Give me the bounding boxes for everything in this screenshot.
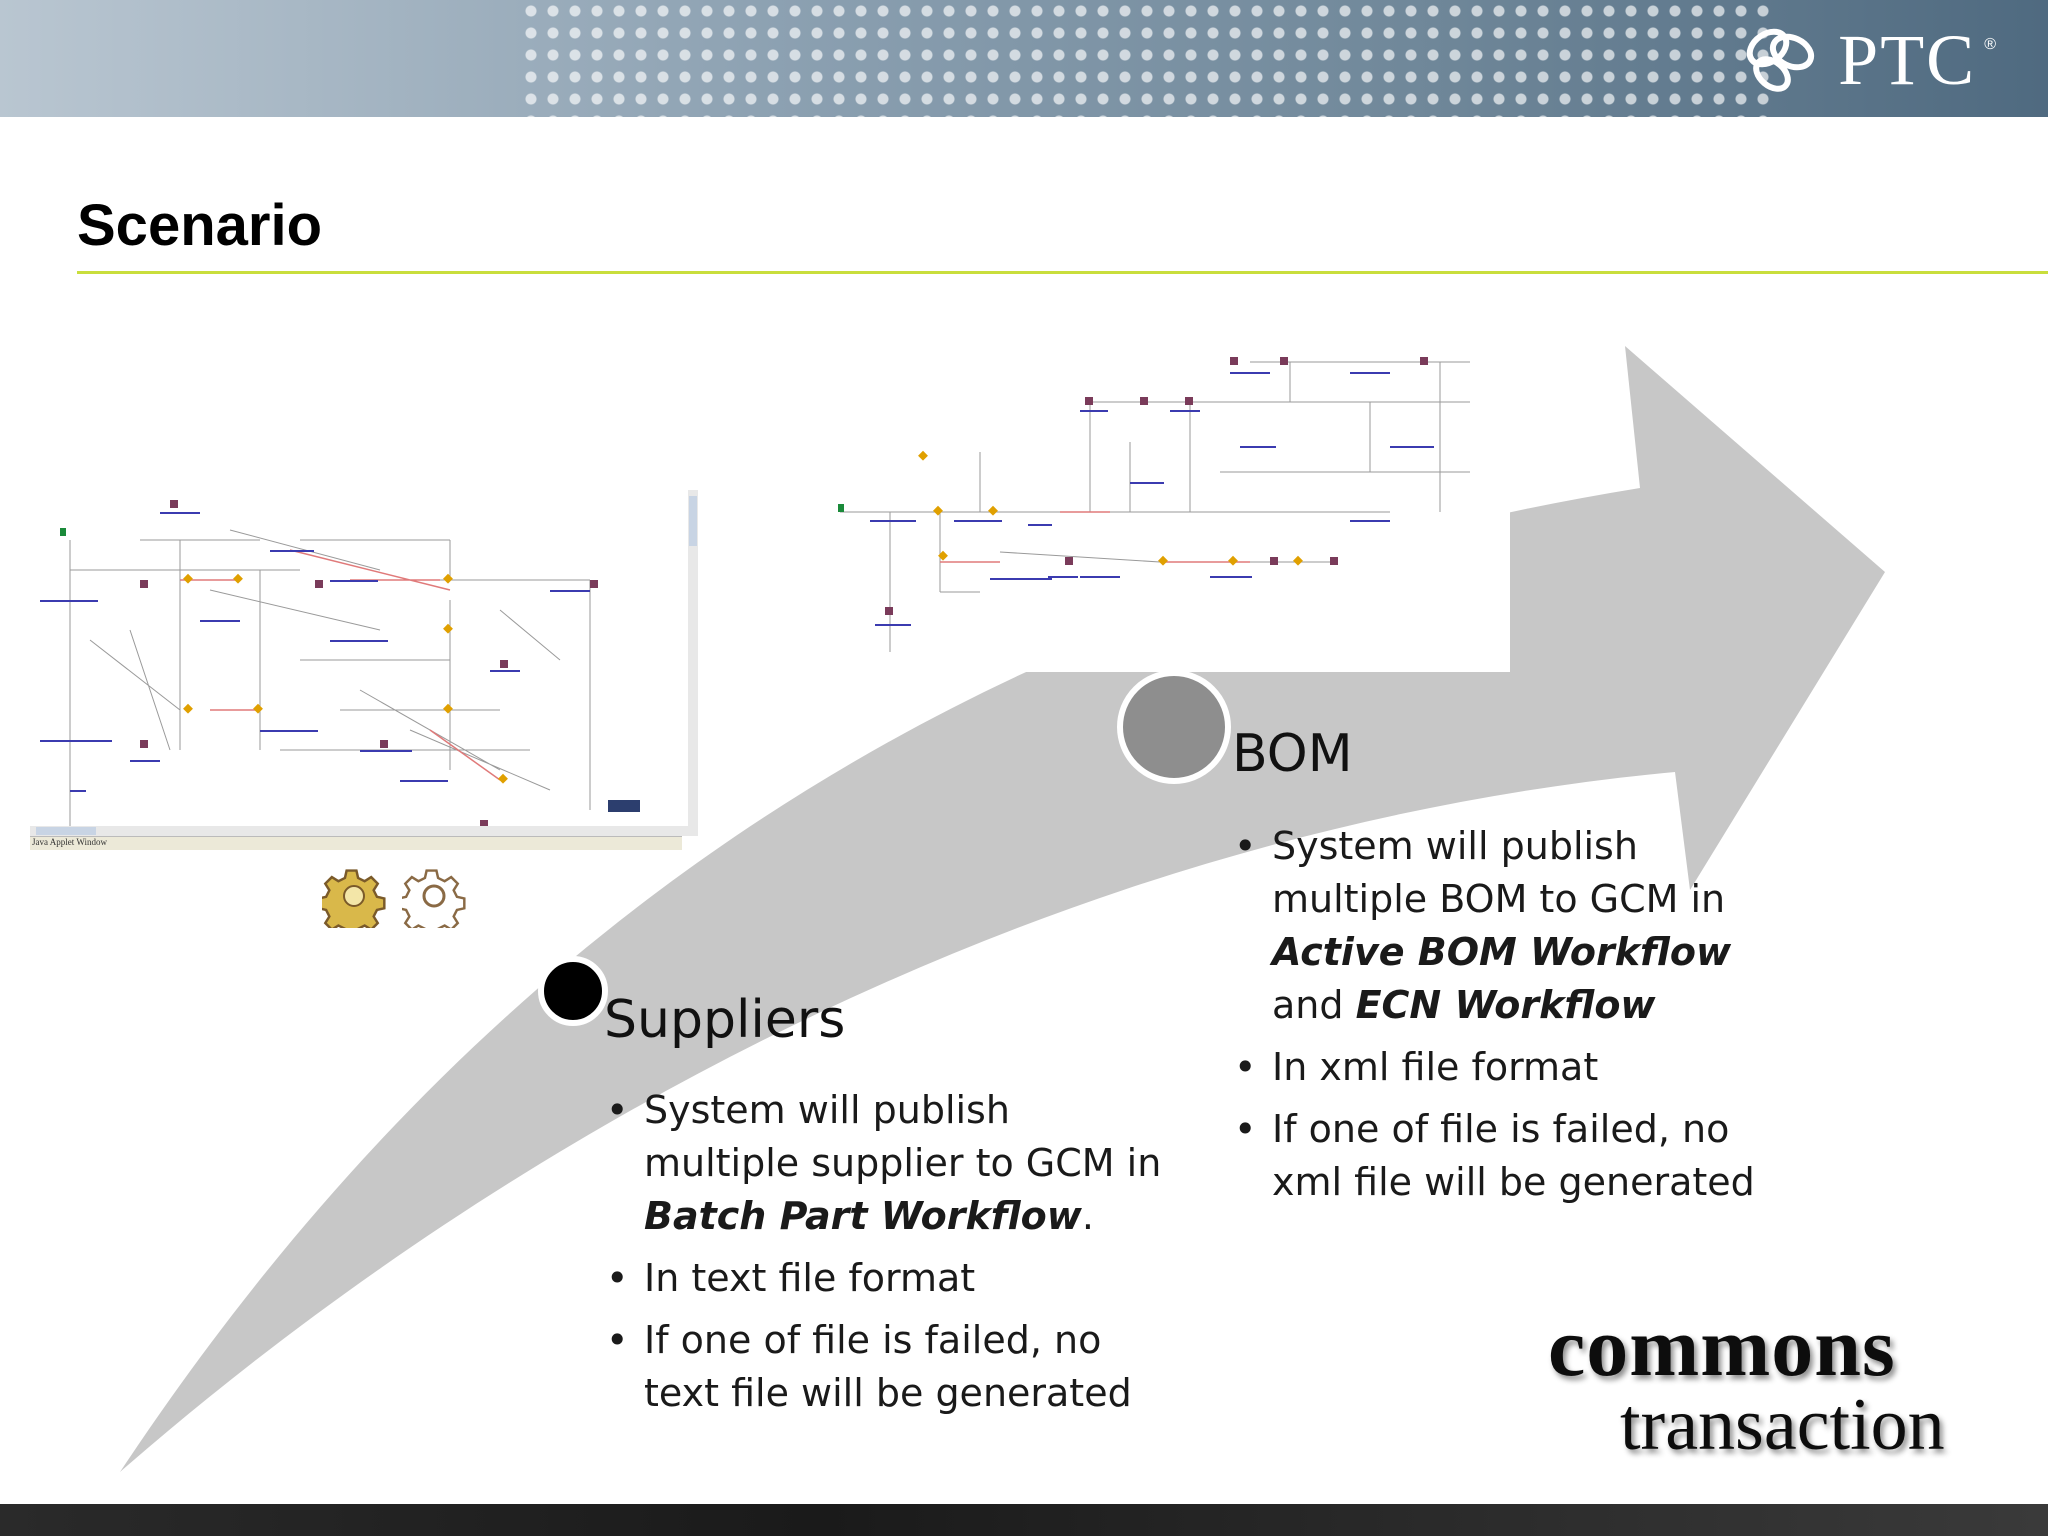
- bullet-text: In text file format: [644, 1256, 976, 1300]
- bullet-text: In xml file format: [1272, 1045, 1599, 1089]
- bullet-emphasis: ECN Workflow: [1355, 983, 1656, 1027]
- list-item: System will publish multiple BOM to GCM …: [1234, 820, 1774, 1032]
- logo-registered-mark: ®: [1984, 36, 1996, 53]
- logo-text: PTC: [1838, 19, 1977, 100]
- suppliers-heading: Suppliers: [604, 990, 846, 1050]
- bullet-emphasis: Batch Part Workflow: [644, 1194, 1082, 1238]
- gear-icon-inactive[interactable]: [402, 864, 466, 928]
- bullet-text: System will publish multiple BOM to GCM …: [1272, 824, 1726, 921]
- ptc-logo-icon: [1746, 28, 1815, 92]
- bullet-text: and: [1272, 983, 1356, 1027]
- bullet-text: If one of file is failed, no xml file wi…: [1272, 1107, 1755, 1204]
- logo-line-transaction: transaction: [1620, 1384, 1945, 1466]
- list-item: System will publish multiple supplier to…: [606, 1084, 1166, 1243]
- applet-status-bar: Java Applet Window: [30, 836, 682, 850]
- suppliers-bullet-list: System will publish multiple supplier to…: [606, 1084, 1166, 1429]
- bullet-text: .: [1081, 1194, 1094, 1238]
- list-item: If one of file is failed, no xml file wi…: [1234, 1103, 1774, 1209]
- slide-title: Scenario: [77, 193, 322, 258]
- workflow-diagram: [838, 357, 1470, 652]
- header-dot-pattern: [520, 0, 1770, 117]
- bullet-emphasis: Active BOM Workflow: [1272, 930, 1732, 974]
- commons-transaction-logo: commons transaction: [1540, 1301, 1988, 1475]
- footer-band: [0, 1504, 2048, 1536]
- list-item: In xml file format: [1234, 1041, 1774, 1094]
- logo-line-commons: commons: [1548, 1301, 1896, 1394]
- bom-heading: BOM: [1232, 724, 1353, 784]
- bom-milestone-dot: [1117, 670, 1231, 784]
- batch-part-workflow-screenshot: [30, 490, 698, 836]
- active-bom-workflow-screenshot: [830, 352, 1510, 672]
- title-underline: [77, 271, 2048, 274]
- bom-bullet-list: System will publish multiple BOM to GCM …: [1234, 820, 1774, 1218]
- workflow-diagram: [30, 490, 698, 836]
- bullet-text: If one of file is failed, no text file w…: [644, 1318, 1132, 1415]
- gear-icon-active[interactable]: [322, 864, 386, 928]
- bullet-text: System will publish multiple supplier to…: [644, 1088, 1162, 1185]
- header-band: PTC ®: [0, 0, 2048, 117]
- ptc-logo: PTC ®: [1734, 18, 1996, 102]
- list-item: In text file format: [606, 1252, 1166, 1305]
- suppliers-milestone-dot: [538, 956, 608, 1026]
- list-item: If one of file is failed, no text file w…: [606, 1314, 1166, 1420]
